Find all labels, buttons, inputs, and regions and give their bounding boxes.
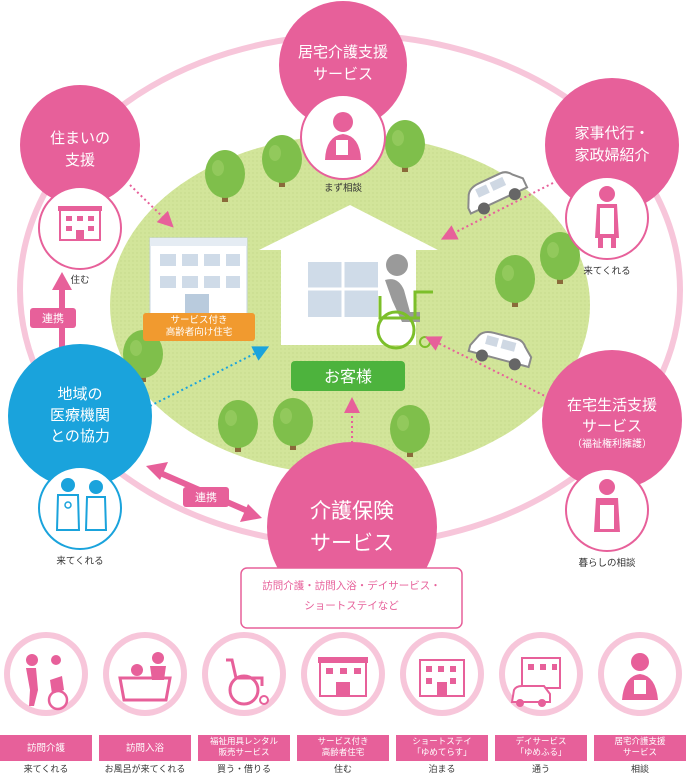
title-line: 介護保険 [310, 499, 394, 523]
title-line: 支援 [64, 151, 95, 169]
service-tab: 訪問介護 [0, 735, 92, 761]
renkei-label: 連携 [42, 311, 64, 325]
customer-label: お客様 [323, 366, 372, 386]
service-caption: お風呂が来てくれる [104, 765, 186, 775]
bath-icon [118, 652, 172, 702]
node-title-care-insurance: 介護保険 サービス [282, 495, 422, 559]
service-tab: 福祉用具レンタル販売サービス [198, 735, 290, 761]
service-tab-line: 福祉用具レンタル [209, 737, 278, 747]
renkei-badge-bg [183, 487, 229, 507]
node-housekeeping [545, 78, 679, 212]
node-living-support [542, 350, 682, 490]
service-caption: 買う・借りる [216, 765, 271, 775]
service-caption: 来てくれる [23, 765, 69, 775]
title-line: サービス [310, 531, 394, 555]
facility-icon [419, 659, 465, 697]
title-line: 住まいの [49, 129, 110, 147]
care-list-text: 訪問介護・訪問入浴・デイサービス・ ショートステイなど [241, 576, 462, 616]
wheelchair-user-icon [376, 254, 433, 350]
housing-label-bg [143, 313, 255, 341]
service-tab-line: 「ゆめてらす」 [412, 748, 472, 758]
service-tab: 居宅介護支援サービス [594, 735, 686, 761]
node-title-medical: 地域の 医療機関 との協力 [20, 382, 140, 448]
renkei-badge-bg [30, 308, 76, 328]
title-line: サービス [581, 417, 642, 435]
day-service-icon [510, 657, 561, 707]
service-tab-line: 「ゆめふる」 [515, 748, 567, 758]
node-medical [8, 344, 152, 488]
node-housing-support [20, 85, 140, 205]
housing-building-icon [149, 237, 248, 317]
service-tab-line: 高齢者住宅 [321, 748, 365, 758]
customer-badge-bg [291, 361, 405, 391]
arrow [149, 346, 270, 407]
title-line: 医療機関 [49, 405, 110, 424]
caption-medical: 来てくれる [56, 556, 104, 567]
housekeeper-icon [595, 186, 619, 248]
service-tab-line: 居宅介護支援 [614, 737, 666, 747]
consultant-icon [622, 653, 658, 700]
title-line: 在宅生活支援 [566, 396, 657, 414]
care-list-line: ショートステイなど [304, 600, 399, 612]
service-tab-line: サービス付き [317, 737, 369, 747]
renkei-label: 連携 [195, 490, 217, 504]
care-list-line: 訪問介護・訪問入浴・デイサービス・ [262, 580, 441, 592]
building-icon [318, 657, 368, 697]
service-caption: 通う [531, 765, 550, 775]
housing-label-line: 高齢者向け住宅 [165, 327, 233, 338]
node-title-living-support: 在宅生活支援 サービス （福祉権利擁護） [550, 392, 674, 456]
service-tab-line: 訪問介護 [26, 742, 65, 754]
service-tab-line: サービス [622, 748, 657, 758]
service-tab-line: 販売サービス [218, 748, 270, 758]
title-line: との協力 [50, 426, 110, 445]
service-tab-line: ショートステイ [412, 737, 472, 747]
title-line: 居宅介護支援 [297, 43, 388, 61]
title-sub: （福祉権利擁護） [572, 439, 652, 450]
service-tab-line: デイサービス [515, 737, 567, 747]
helper-icon [594, 479, 620, 532]
walking-aid-icon [26, 654, 69, 711]
icon-circle [38, 466, 122, 550]
service-caption: 住む [333, 765, 352, 775]
care-list-box [240, 567, 463, 629]
doctor-nurse-icon [55, 478, 108, 531]
caption-home-care-support: まず相談 [323, 183, 362, 194]
housing-label-line: サービス付き [170, 315, 228, 326]
caption-housing-support: 住む [70, 275, 90, 286]
caption-housekeeping: 来てくれる [583, 266, 631, 277]
node-home-care-support [279, 1, 407, 129]
title-line: サービス [312, 65, 373, 83]
service-tab-line: 訪問入浴 [125, 742, 164, 754]
building-icon [58, 206, 102, 241]
service-caption: 相談 [630, 765, 649, 775]
node-title-home-care-support: 居宅介護支援 サービス [283, 38, 403, 88]
caption-living-support: 暮らしの相談 [578, 558, 636, 569]
service-caption: 泊まる [428, 765, 456, 775]
service-tab: デイサービス「ゆめふる」 [495, 735, 587, 761]
housing-label: サービス付き 高齢者向け住宅 [143, 313, 255, 341]
service-tab: ショートステイ「ゆめてらす」 [396, 735, 488, 761]
title-line: 地域の [57, 384, 103, 403]
title-line: 家事代行・ [574, 124, 650, 142]
consultant-icon [325, 112, 361, 160]
node-title-housekeeping: 家事代行・ 家政婦紹介 [552, 120, 672, 168]
wheelchair-icon [226, 658, 269, 706]
title-line: 家政婦紹介 [574, 146, 650, 164]
service-tab: サービス付き高齢者住宅 [297, 735, 389, 761]
node-title-housing-support: 住まいの 支援 [25, 125, 135, 173]
service-tab: 訪問入浴 [99, 735, 191, 761]
arrow [129, 184, 174, 228]
